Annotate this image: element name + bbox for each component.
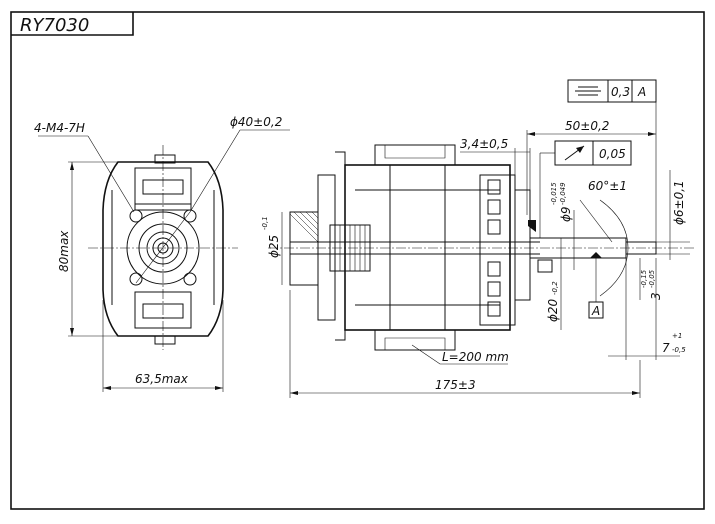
end-7: 7 xyxy=(662,341,670,355)
front-top-tab xyxy=(154,154,176,164)
height-dim: 80max xyxy=(57,230,71,272)
side-view: 0,3 A 50±0,2 3,4±0,5 0,05 60°±1 xyxy=(261,79,695,398)
shaft-pos-dim: 50±0,2 xyxy=(565,119,609,133)
shaft-tip xyxy=(625,241,657,255)
gap-dim: 3,4±0,5 xyxy=(460,137,508,151)
drawing-frame xyxy=(10,11,705,510)
front-brush-holder-top xyxy=(134,167,192,205)
runout-value: 0,05 xyxy=(599,147,626,161)
mounting-hole-icon xyxy=(183,272,197,286)
end-7-tol-upper: +1 xyxy=(672,332,682,340)
front-housing-outline xyxy=(102,161,224,337)
shaft-dia-9-tol-lower: -0,049 xyxy=(559,182,567,205)
mounting-hole-icon xyxy=(129,272,143,286)
front-shaft-circle xyxy=(157,242,169,254)
housing-left-cap xyxy=(317,174,336,321)
mounting-hole-icon xyxy=(129,209,143,223)
shaft-dia-6: ϕ6±0,1 xyxy=(672,180,686,225)
flatness-datum: A xyxy=(637,85,646,99)
datum-box xyxy=(588,301,604,319)
bolt-circle-leader xyxy=(189,129,241,213)
mounting-hole-icon xyxy=(183,209,197,223)
overall-length: 175±3 xyxy=(435,378,476,392)
thread-callout: 4-M4-7H xyxy=(34,121,85,135)
shaft-dia-9-tol-upper: -0,015 xyxy=(550,182,558,205)
rear-boss xyxy=(289,211,319,286)
front-bottom-tab xyxy=(154,335,176,345)
flat-3-tol-upper: -0,15 xyxy=(640,269,648,288)
runout-tolerance-frame: 0,05 xyxy=(554,140,632,166)
model-title: RY7030 xyxy=(20,15,89,36)
top-bracket xyxy=(374,144,456,165)
dia-20: ϕ20 xyxy=(546,298,560,322)
bolt-circle-dim: ϕ40±0,2 xyxy=(230,115,282,129)
title-box xyxy=(11,12,134,36)
bottom-bracket xyxy=(374,330,456,351)
right-end-bracket xyxy=(479,174,516,326)
front-view: 4-M4-7H ϕ40±0,2 80max 63,5max xyxy=(34,115,290,392)
front-housing-inner xyxy=(111,190,215,305)
shaft-dia-9: ϕ9 xyxy=(559,206,573,222)
front-flange-circle xyxy=(126,211,200,285)
lead-leader xyxy=(411,344,508,365)
front-bearing-outer xyxy=(138,223,188,273)
end-7-tol-lower: -0,5 xyxy=(672,346,686,354)
left-dia-tol: -0,1 xyxy=(261,216,269,230)
width-dim: 63,5max xyxy=(135,372,189,386)
flatness-value: 0,3 xyxy=(611,85,630,99)
thread-leader xyxy=(87,135,135,213)
flatness-tolerance-frame: 0,3 A xyxy=(567,79,657,103)
left-dia: ϕ25 xyxy=(267,235,281,258)
lead-length: L=200 mm xyxy=(442,350,509,364)
dia-20-tol: -0,2 xyxy=(551,281,559,295)
angle-dim: 60°±1 xyxy=(588,179,627,193)
front-brush-holder-bottom xyxy=(134,291,192,329)
flat-3-tol-lower: -0,05 xyxy=(648,269,656,288)
datum-label: A xyxy=(591,304,600,318)
